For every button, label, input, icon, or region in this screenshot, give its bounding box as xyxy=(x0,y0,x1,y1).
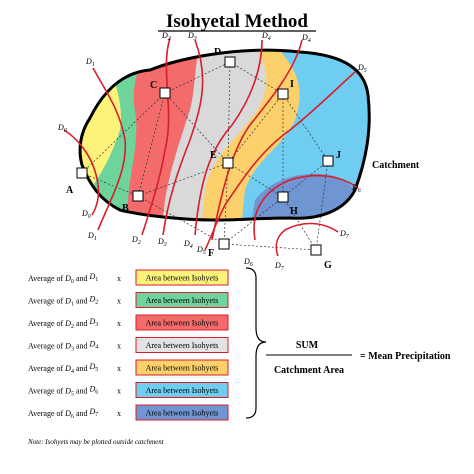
multiply-sign: x xyxy=(117,319,121,328)
label-d0-top: D0 xyxy=(57,123,67,134)
station-f-label: F xyxy=(208,248,214,259)
calc-row: Average of D1 and D2 x Area between Isohye… xyxy=(28,292,229,308)
equation-denominator: Catchment Area xyxy=(274,365,344,376)
multiply-sign: x xyxy=(117,409,121,418)
calc-row: Average of D6 and D7 x Area between Isohye… xyxy=(28,404,229,421)
calc-row: Average of D3 and D4 x Area between Isohye… xyxy=(28,337,229,353)
station-labels: A B C D E F G H I J xyxy=(66,47,341,271)
area-box xyxy=(135,292,229,308)
isohyet-d0 xyxy=(63,129,100,216)
area-box-label: Area between Isohyets xyxy=(146,319,219,328)
label-d7-right: D7 xyxy=(339,229,350,240)
multiply-sign: x xyxy=(117,342,121,351)
label-d4b-top: D4 xyxy=(301,33,311,44)
label-d4-bottom: D4 xyxy=(183,239,193,250)
isohyet-d5 xyxy=(204,71,356,251)
area-box-label: Area between Isohyets xyxy=(146,341,219,350)
isohyet-d1 xyxy=(92,67,127,231)
sum-bracket xyxy=(245,267,267,419)
page-title: Isohyetal Method xyxy=(166,11,308,32)
station-f-marker xyxy=(218,238,230,250)
isohyet-d4b xyxy=(211,39,303,241)
station-c-label: C xyxy=(150,80,157,91)
area-box xyxy=(135,382,229,398)
isohyet-lines xyxy=(63,37,359,257)
station-h-label: H xyxy=(290,206,298,217)
multiply-sign: x xyxy=(117,387,121,396)
isohyet-d4 xyxy=(194,39,263,236)
calc-row: Average of D4 and D5 x Area between Isohye… xyxy=(28,359,229,376)
area-box xyxy=(135,314,229,331)
label-d3-bottom: D3 xyxy=(157,237,167,248)
equation-result: = Mean Precipitation xyxy=(360,351,451,362)
calc-row-label: Average of D3 and D4 xyxy=(28,340,98,353)
calc-row-label: Average of D6 and D7 xyxy=(28,407,98,420)
station-e-marker xyxy=(222,157,234,169)
station-i-label: I xyxy=(290,79,294,90)
station-i-marker xyxy=(277,88,289,100)
station-g-label: G xyxy=(324,260,332,271)
area-box-label: Area between Isohyets xyxy=(146,274,219,283)
isohyet-labels: D0 D1 D2 D3 D4 D4 D5 D6 D7 D0 D1 D2 D3 D… xyxy=(57,31,367,272)
isohyet-d7 xyxy=(275,222,339,257)
label-d6-bottom: D6 xyxy=(243,257,253,268)
label-d2-top: D2 xyxy=(161,31,171,42)
catchment-label: Catchment xyxy=(372,160,420,171)
station-g-marker xyxy=(310,244,322,256)
area-box xyxy=(135,404,229,421)
area-box xyxy=(135,337,229,353)
label-d2-bottom: D2 xyxy=(131,235,141,246)
calc-row-label: Average of D5 and D6 xyxy=(28,385,98,398)
station-d-marker xyxy=(224,56,236,68)
area-box-label: Area between Isohyets xyxy=(146,296,219,305)
label-d3-top: D3 xyxy=(187,31,197,42)
area-box xyxy=(135,359,229,376)
isohyet-d6 xyxy=(253,174,359,241)
station-h-marker xyxy=(277,191,289,203)
calc-row-label: Average of D0 and D1 xyxy=(28,272,98,285)
multiply-sign: x xyxy=(117,297,121,306)
label-d0-bottom: D0 xyxy=(81,209,91,220)
station-c-marker xyxy=(159,87,171,99)
station-b-marker xyxy=(132,190,144,202)
multiply-sign: x xyxy=(117,274,121,283)
station-j-marker xyxy=(322,155,334,167)
calc-row: Average of D0 and D1 x Area between Isohye… xyxy=(28,269,229,286)
station-b-label: B xyxy=(122,203,129,214)
area-box-label: Area between Isohyets xyxy=(146,364,219,373)
footnote: Note: Isohyets may be plotted outside ca… xyxy=(27,438,165,446)
label-d1-bottom: D1 xyxy=(87,231,97,242)
label-d7-bottom: D7 xyxy=(274,261,285,272)
label-d5-bottom: D5 xyxy=(196,245,206,256)
station-a-label: A xyxy=(66,185,74,196)
label-d1-top: D1 xyxy=(85,57,95,68)
area-box-label: Area between Isohyets xyxy=(146,386,219,395)
label-d5-top: D5 xyxy=(357,63,367,74)
equation-numerator: SUM xyxy=(296,340,319,351)
calc-row: Average of D2 and D3 x Area between Isohye… xyxy=(28,314,229,331)
calc-row-label: Average of D1 and D2 xyxy=(28,295,98,308)
station-j-label: J xyxy=(336,150,341,161)
isohyet-d2 xyxy=(141,37,171,236)
area-box xyxy=(135,269,229,286)
calc-row-label: Average of D2 and D3 xyxy=(28,317,98,330)
rain-gauge-stations xyxy=(76,56,334,256)
multiply-sign: x xyxy=(117,364,121,373)
station-d-label: D xyxy=(214,47,221,58)
calc-row-label: Average of D4 and D5 xyxy=(28,362,98,375)
isohyet-d3 xyxy=(162,39,204,236)
label-d6-right: D6 xyxy=(351,183,361,194)
label-d4-top: D4 xyxy=(261,31,271,42)
station-e-label: E xyxy=(210,150,217,161)
calc-row: Average of D5 and D6 x Area between Isohye… xyxy=(28,382,229,398)
area-box-label: Area between Isohyets xyxy=(146,409,219,418)
station-a-marker xyxy=(76,167,88,179)
